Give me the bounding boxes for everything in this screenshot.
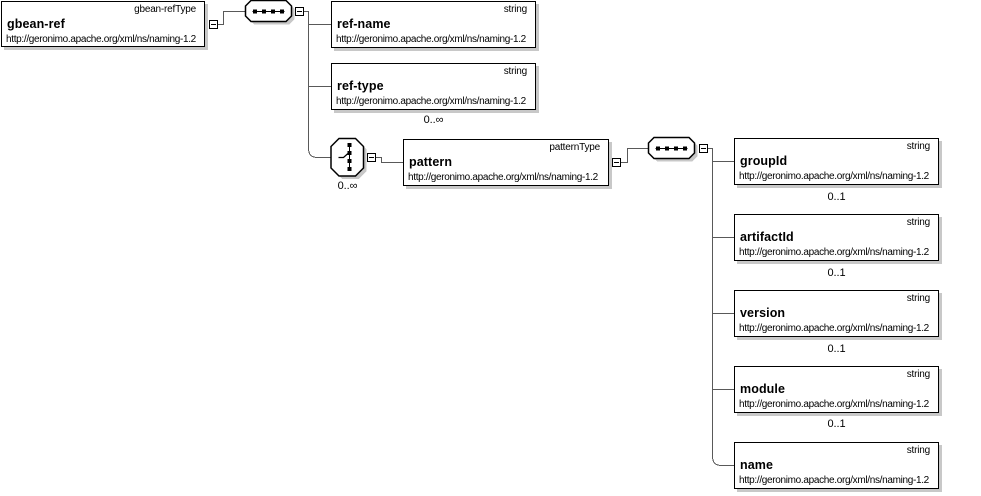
type-label: gbean-refType (134, 4, 196, 15)
type-label: patternType (549, 142, 600, 153)
type-label: string (906, 445, 930, 456)
element-name: ref-name (337, 17, 391, 31)
collapse-button-sequence1[interactable] (295, 7, 304, 16)
element-namespace: http://geronimo.apache.org/xml/ns/naming… (739, 247, 929, 258)
sequence-icon-dot (253, 9, 257, 14)
element-namespace: http://geronimo.apache.org/xml/ns/naming… (336, 34, 526, 45)
element-ref-type[interactable]: string ref-type http://geronimo.apache.o… (331, 63, 536, 110)
wire-sequence2-trunk (708, 148, 734, 466)
element-name: gbean-ref (7, 17, 65, 31)
collapse-button-pattern[interactable] (612, 158, 621, 167)
minus-icon (211, 24, 216, 25)
sequence-icon-dot (683, 146, 687, 151)
sequence2-compositor[interactable] (647, 136, 698, 162)
sequence-icon-dot (262, 9, 266, 14)
wire-sequence1-trunk (304, 11, 332, 158)
element-groupId[interactable]: string groupId http://geronimo.apache.or… (734, 138, 939, 185)
element-namespace: http://geronimo.apache.org/xml/ns/naming… (6, 34, 196, 45)
collapse-button-sequence2[interactable] (699, 144, 708, 153)
element-namespace: http://geronimo.apache.org/xml/ns/naming… (739, 323, 929, 334)
element-module[interactable]: string module http://geronimo.apache.org… (734, 366, 939, 413)
element-name: name (740, 458, 774, 472)
choice-icon-dot (347, 151, 352, 155)
type-label: string (906, 369, 930, 380)
element-namespace: http://geronimo.apache.org/xml/ns/naming… (408, 172, 598, 183)
wire-root-to-sequence1 (217, 11, 245, 25)
element-version[interactable]: string version http://geronimo.apache.or… (734, 290, 939, 337)
wire-pattern-to-sequence2 (621, 148, 648, 163)
choice-compositor[interactable] (330, 137, 367, 180)
occurrence-label-choice: 0..∞ (337, 180, 358, 192)
occurrence-label-module: 0..1 (827, 418, 846, 430)
compositor-glyph (338, 143, 352, 171)
occurrence-label-artifactId: 0..1 (827, 267, 846, 279)
element-name: module (740, 382, 786, 396)
type-label: string (906, 141, 930, 152)
sequence-icon-dot (280, 9, 284, 14)
element-namespace: http://geronimo.apache.org/xml/ns/naming… (336, 96, 526, 107)
minus-icon (614, 162, 619, 163)
element-gbean-ref[interactable]: gbean-refType gbean-ref http://geronimo.… (1, 1, 205, 47)
element-name: version (740, 306, 786, 320)
compositor-glyph (655, 146, 688, 151)
minus-icon (369, 157, 374, 158)
element-name: artifactId (740, 230, 794, 244)
choice-icon (330, 137, 365, 177)
choice-icon-lever (338, 152, 349, 159)
element-namespace: http://geronimo.apache.org/xml/ns/naming… (739, 171, 929, 182)
element-name: pattern (409, 155, 453, 169)
type-label: string (503, 4, 527, 15)
occurrence-label-version: 0..1 (827, 343, 846, 355)
choice-icon-dot (347, 143, 352, 147)
choice-icon-dot (347, 167, 352, 171)
element-name[interactable]: string name http://geronimo.apache.org/x… (734, 442, 939, 489)
sequence1-compositor[interactable] (244, 0, 295, 25)
element-artifactId[interactable]: string artifactId http://geronimo.apache… (734, 214, 939, 261)
sequence-icon-dot (665, 146, 669, 151)
collapse-button-choice[interactable] (367, 153, 376, 162)
type-label: string (906, 293, 930, 304)
occurrence-label-groupId: 0..1 (827, 191, 846, 203)
wires-group (217, 11, 734, 466)
minus-icon (701, 148, 706, 149)
element-pattern[interactable]: patternType pattern http://geronimo.apac… (403, 139, 609, 186)
occurrence-label-ref-type: 0..∞ (423, 114, 444, 126)
element-name: ref-type (337, 79, 384, 93)
element-namespace: http://geronimo.apache.org/xml/ns/naming… (739, 475, 929, 486)
element-namespace: http://geronimo.apache.org/xml/ns/naming… (739, 399, 929, 410)
sequence-icon-dot (674, 146, 678, 151)
compositor-glyph (252, 9, 285, 14)
choice-icon-dot (347, 159, 352, 163)
sequence-icon-dot (656, 146, 660, 151)
wire-choice-to-pattern (376, 157, 403, 163)
element-ref-name[interactable]: string ref-name http://geronimo.apache.o… (331, 1, 536, 48)
sequence-icon-dot (271, 9, 275, 14)
collapse-button-gbean-ref[interactable] (209, 20, 218, 29)
type-label: string (503, 66, 527, 77)
minus-icon (297, 11, 302, 12)
type-label: string (906, 217, 930, 228)
element-name: groupId (740, 154, 788, 168)
